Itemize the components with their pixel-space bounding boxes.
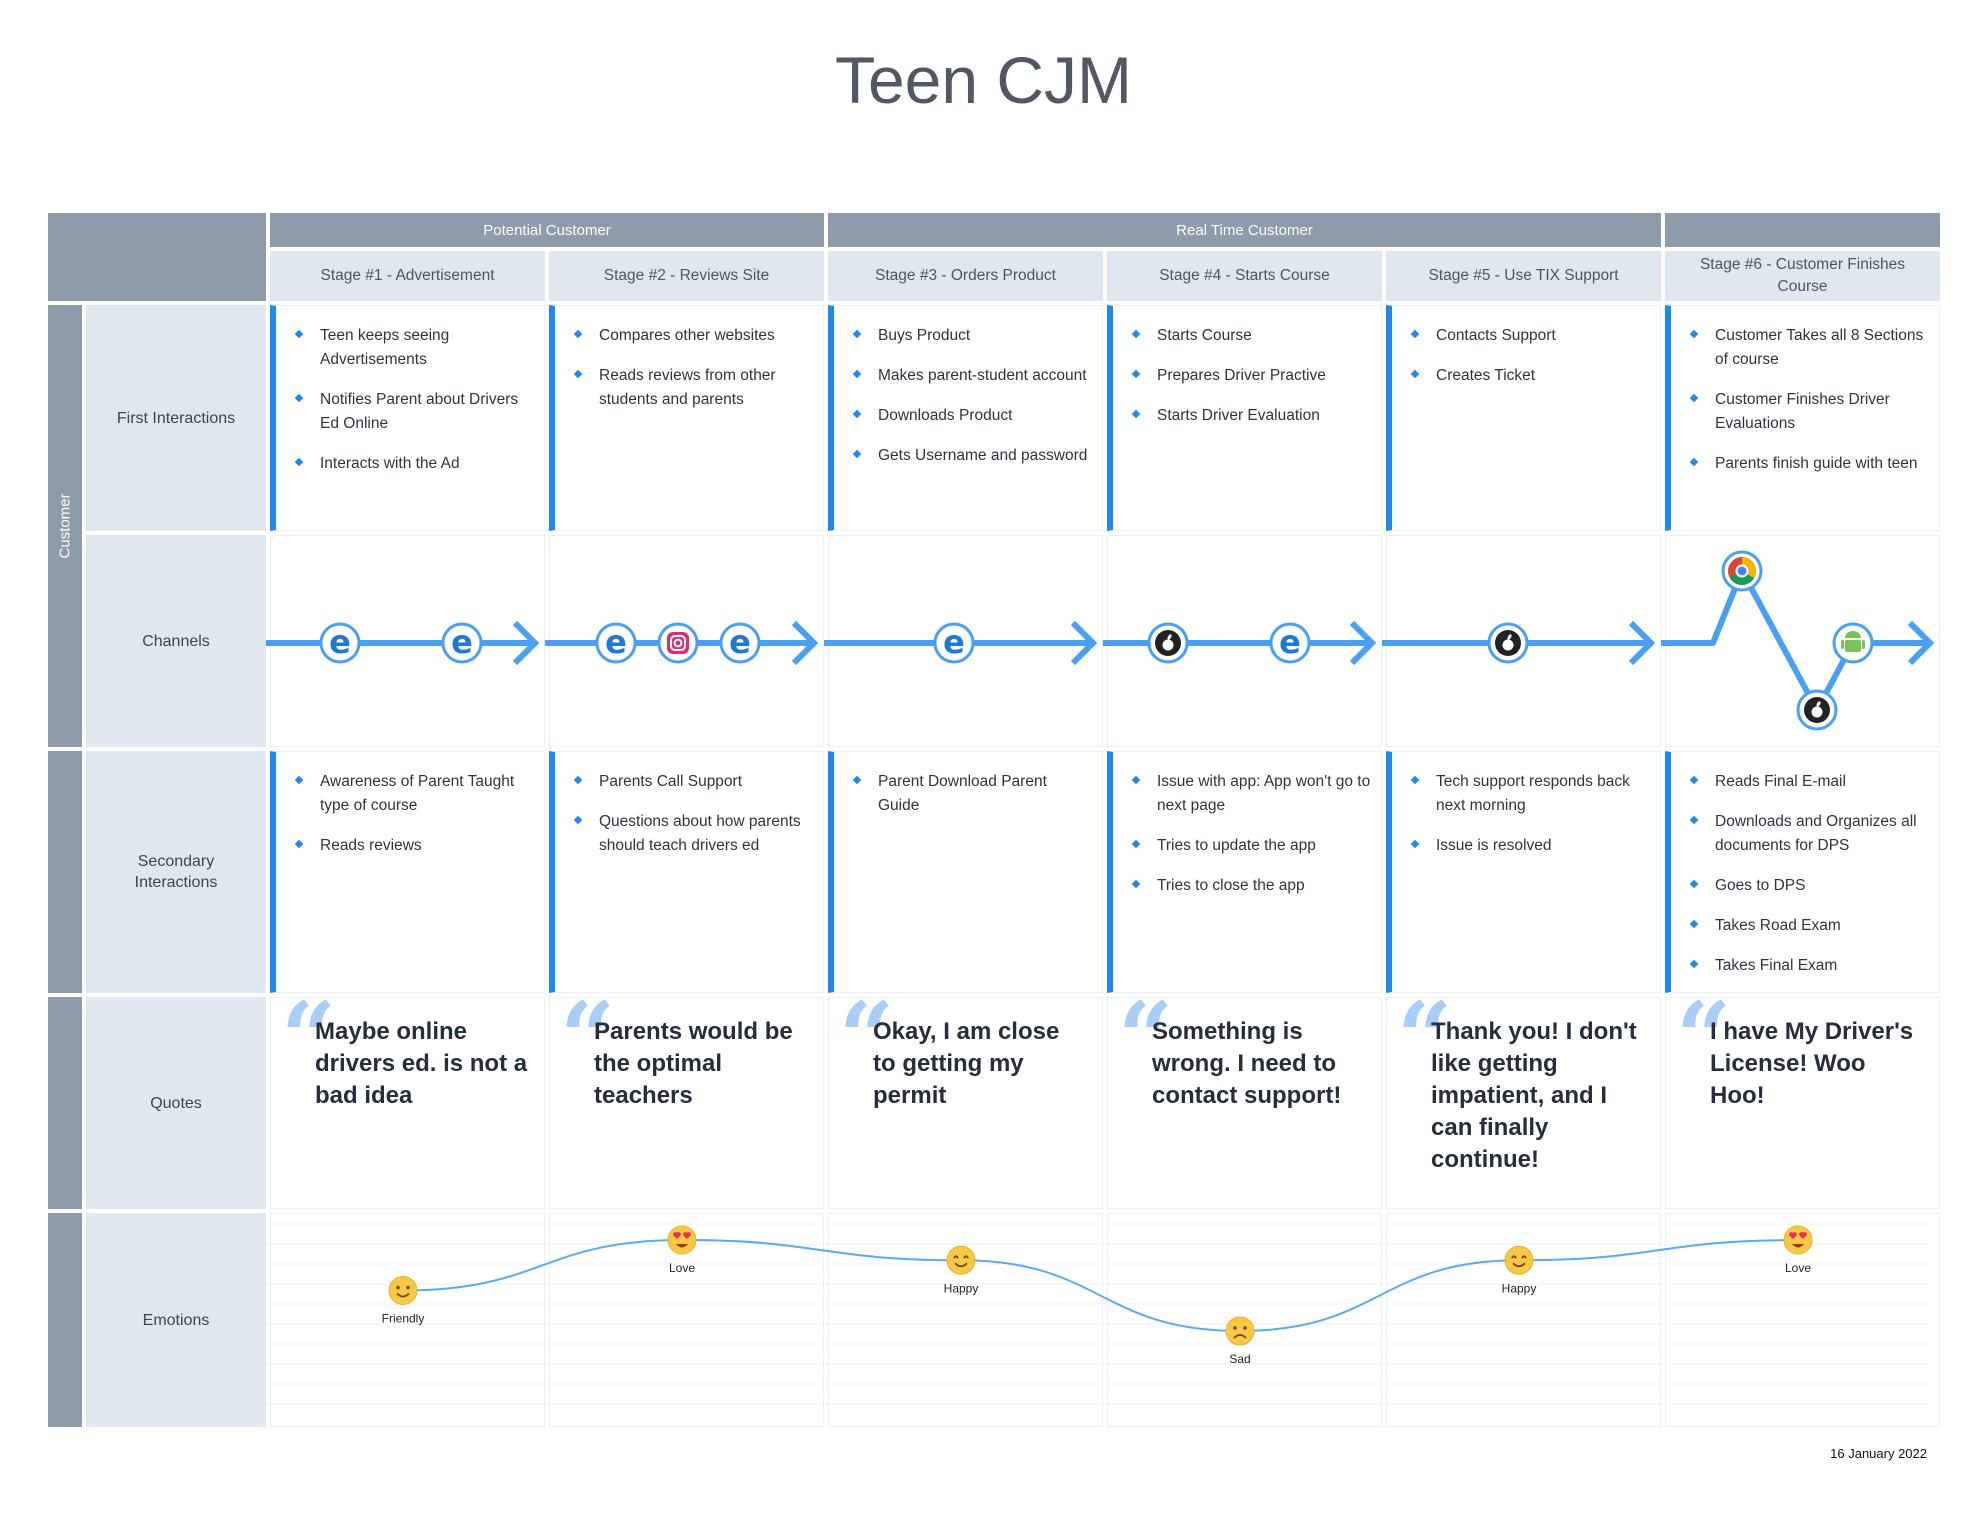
- emotion-cell-stage-5: [1386, 1213, 1661, 1427]
- list-item: Issue is resolved: [1436, 834, 1650, 858]
- stage-1-header: Stage #1 - Advertisement: [270, 251, 545, 301]
- list-item: Customer Takes all 8 Sections of course: [1715, 324, 1929, 372]
- secondary-interactions-stage-1: Awareness of Parent Taught type of cours…: [270, 751, 545, 993]
- emotion-cell-stage-6: [1665, 1213, 1940, 1427]
- list-item: Tries to close the app: [1157, 874, 1371, 898]
- list-item: Takes Road Exam: [1715, 914, 1929, 938]
- first-interactions-stage-6: Customer Takes all 8 Sections of course …: [1665, 305, 1940, 531]
- list-item: Notifies Parent about Drivers Ed Online: [320, 388, 534, 436]
- quote-mark-icon: “: [560, 981, 616, 1094]
- list-item: Interacts with the Ad: [320, 452, 534, 476]
- quote-stage-6: “I have My Driver's License! Woo Hoo!: [1665, 990, 1940, 1209]
- first-interactions-stage-4: Starts Course Prepares Driver Practive S…: [1107, 305, 1382, 531]
- first-interactions-stage-1: Teen keeps seeing Advertisements Notifie…: [270, 305, 545, 531]
- channels-stage-6: [1665, 535, 1940, 747]
- channels-stage-4: [1107, 535, 1382, 747]
- quote-stage-5: “Thank you! I don't like getting impatie…: [1386, 990, 1661, 1209]
- list-item: Awareness of Parent Taught type of cours…: [320, 770, 534, 818]
- row-label-first-interactions: First Interactions: [86, 305, 266, 531]
- list-item: Buys Product: [878, 324, 1092, 348]
- quote-stage-1: “Maybe online drivers ed. is not a bad i…: [270, 990, 545, 1209]
- list-item: Issue with app: App won't go to next pag…: [1157, 770, 1371, 818]
- side-bar-secondary: [48, 751, 82, 993]
- emotion-cell-stage-1: [270, 1213, 545, 1427]
- stage-5-header: Stage #5 - Use TIX Support: [1386, 251, 1661, 301]
- list-item: Creates Ticket: [1436, 364, 1650, 388]
- stage-2-header: Stage #2 - Reviews Site: [549, 251, 824, 301]
- list-item: Reads reviews from other students and pa…: [599, 364, 813, 412]
- list-item: Parents finish guide with teen: [1715, 452, 1929, 476]
- quote-mark-icon: “: [839, 981, 895, 1094]
- list-item: Parent Download Parent Guide: [878, 770, 1092, 818]
- quote-mark-icon: “: [1676, 981, 1732, 1094]
- channels-stage-2: [549, 535, 824, 747]
- list-item: Makes parent-student account: [878, 364, 1092, 388]
- quote-text: Okay, I am close to getting my permit: [873, 1018, 1060, 1109]
- quote-text: I have My Driver's License! Woo Hoo!: [1710, 1018, 1914, 1109]
- secondary-interactions-stage-4: Issue with app: App won't go to next pag…: [1107, 751, 1382, 993]
- list-item: Compares other websites: [599, 324, 813, 348]
- quote-stage-2: “Parents would be the optimal teachers: [549, 990, 824, 1209]
- stage-6-header: Stage #6 - Customer Finishes Course: [1665, 251, 1940, 301]
- row-label-quotes: Quotes: [86, 997, 266, 1209]
- channels-stage-1: [270, 535, 545, 747]
- stage-4-header: Stage #4 - Starts Course: [1107, 251, 1382, 301]
- list-item: Downloads Product: [878, 404, 1092, 428]
- emotion-cell-stage-4: [1107, 1213, 1382, 1427]
- emotion-cell-stage-2: [549, 1213, 824, 1427]
- quote-text: Maybe online drivers ed. is not a bad id…: [315, 1018, 528, 1109]
- channels-stage-3: [828, 535, 1103, 747]
- list-item: Takes Final Exam: [1715, 954, 1929, 978]
- list-item: Tech support responds back next morning: [1436, 770, 1650, 818]
- first-interactions-stage-2: Compares other websites Reads reviews fr…: [549, 305, 824, 531]
- row-label-channels: Channels: [86, 535, 266, 747]
- emotion-cell-stage-3: [828, 1213, 1103, 1427]
- quote-mark-icon: “: [1397, 981, 1453, 1094]
- customer-side-bar: Customer: [48, 305, 82, 747]
- list-item: Starts Driver Evaluation: [1157, 404, 1371, 428]
- list-item: Contacts Support: [1436, 324, 1650, 348]
- side-bar-quotes: [48, 997, 82, 1209]
- quote-text: Parents would be the optimal teachers: [594, 1018, 793, 1109]
- phase-real-time-customer: Real Time Customer: [828, 213, 1661, 247]
- quote-text: Something is wrong. I need to contact su…: [1152, 1018, 1342, 1109]
- row-label-secondary-interactions: Secondary Interactions: [86, 751, 266, 993]
- header-corner: [48, 213, 266, 301]
- quote-mark-icon: “: [1118, 981, 1174, 1094]
- first-interactions-stage-3: Buys Product Makes parent-student accoun…: [828, 305, 1103, 531]
- first-interactions-stage-5: Contacts Support Creates Ticket: [1386, 305, 1661, 531]
- list-item: Parents Call Support: [599, 770, 813, 794]
- phase-final: [1665, 213, 1940, 247]
- list-item: Questions about how parents should teach…: [599, 810, 813, 858]
- secondary-interactions-stage-5: Tech support responds back next morning …: [1386, 751, 1661, 993]
- list-item: Goes to DPS: [1715, 874, 1929, 898]
- list-item: Reads reviews: [320, 834, 534, 858]
- journey-map: Potential Customer Real Time Customer St…: [48, 213, 1940, 1427]
- quote-stage-4: “Something is wrong. I need to contact s…: [1107, 990, 1382, 1209]
- list-item: Prepares Driver Practive: [1157, 364, 1371, 388]
- quote-stage-3: “Okay, I am close to getting my permit: [828, 990, 1103, 1209]
- secondary-interactions-stage-3: Parent Download Parent Guide: [828, 751, 1103, 993]
- customer-side-label: Customer: [56, 493, 74, 559]
- list-item: Downloads and Organizes all documents fo…: [1715, 810, 1929, 858]
- list-item: Starts Course: [1157, 324, 1371, 348]
- stage-3-header: Stage #3 - Orders Product: [828, 251, 1103, 301]
- row-label-emotions: Emotions: [86, 1213, 266, 1427]
- quote-text: Thank you! I don't like getting impatien…: [1431, 1018, 1637, 1173]
- list-item: Tries to update the app: [1157, 834, 1371, 858]
- list-item: Gets Username and password: [878, 444, 1092, 468]
- list-item: Reads Final E-mail: [1715, 770, 1929, 794]
- phase-potential-customer: Potential Customer: [270, 213, 824, 247]
- page-title: Teen CJM: [834, 43, 1133, 117]
- side-bar-emotions: [48, 1213, 82, 1427]
- list-item: Customer Finishes Driver Evaluations: [1715, 388, 1929, 436]
- quote-mark-icon: “: [281, 981, 337, 1094]
- channels-stage-5: [1386, 535, 1661, 747]
- secondary-interactions-stage-6: Reads Final E-mail Downloads and Organiz…: [1665, 751, 1940, 993]
- date-label: 16 January 2022: [1830, 1446, 1927, 1461]
- list-item: Teen keeps seeing Advertisements: [320, 324, 534, 372]
- secondary-interactions-stage-2: Parents Call Support Questions about how…: [549, 751, 824, 993]
